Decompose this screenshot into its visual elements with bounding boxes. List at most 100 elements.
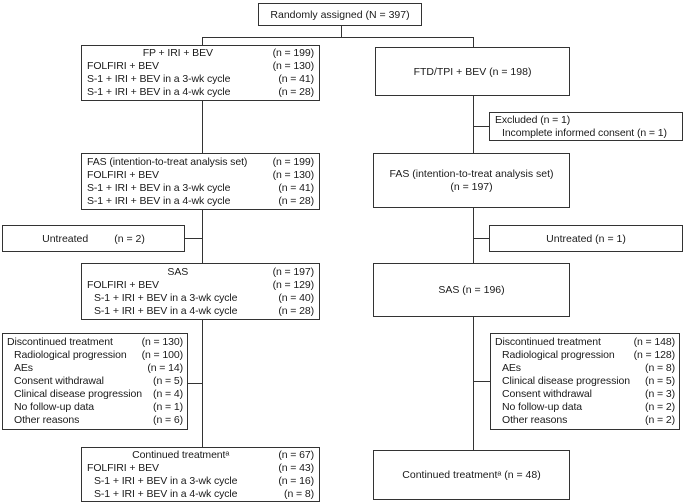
row-value: (n = 2): [645, 414, 675, 426]
connector-line: [341, 26, 342, 37]
box-row: SAS (n = 197): [87, 266, 314, 279]
row-value: (n = 148): [633, 336, 676, 348]
row-value: (n = 100): [141, 349, 184, 361]
row-label: No follow-up data: [502, 401, 583, 413]
connector-line: [202, 37, 203, 45]
box-row: AEs (n = 14): [7, 362, 183, 375]
connector-line: [188, 383, 202, 384]
row-label: S-1 + IRI + BEV in a 3-wk cycle: [94, 291, 238, 304]
row-label: Discontinued treatment: [495, 336, 601, 348]
row-value: (n = 28): [278, 194, 314, 207]
row-value: (n = 130): [141, 336, 184, 348]
box-row: Discontinued treatment (n = 148): [495, 336, 675, 349]
row-label: Discontinued treatment: [7, 336, 113, 348]
row-label: Clinical disease progression: [14, 388, 142, 400]
right-fas-line1: FAS (intention-to-treat analysis set): [389, 167, 554, 180]
connector-line: [473, 126, 489, 127]
row-label: FP + IRI + BEV: [142, 47, 213, 59]
connector-line: [473, 208, 474, 263]
box-row: Excluded (n = 1): [495, 114, 677, 127]
row-value: (n = 129): [272, 278, 315, 291]
row-label: Other reasons: [14, 414, 80, 426]
box-row: S-1 + IRI + BEV in a 3-wk cycle (n = 41): [87, 73, 314, 86]
row-value: (n = 28): [278, 86, 314, 98]
left-discontinued-box: Discontinued treatment (n = 130) Radiolo…: [2, 333, 188, 430]
row-label: Radiological progression: [502, 349, 615, 361]
row-label: No follow-up data: [14, 401, 95, 413]
row-label: FOLFIRI + BEV: [87, 461, 159, 474]
row-label: Consent withdrawal: [502, 388, 592, 400]
left-sas-box: SAS (n = 197) FOLFIRI + BEV (n = 129) S-…: [81, 263, 320, 320]
right-untreated-text: Untreated (n = 1): [546, 232, 626, 245]
box-row: Continued treatmentᵃ (n = 67): [87, 449, 314, 462]
row-label: S-1 + IRI + BEV in a 4-wk cycle: [87, 86, 231, 98]
right-continued-text: Continued treatmentᵃ (n = 48): [402, 469, 541, 481]
left-untreated-box: Untreated (n = 2): [2, 225, 185, 252]
connector-line: [202, 101, 203, 153]
row-label: Clinical disease progression: [502, 375, 630, 387]
row-value: (n = 40): [278, 291, 314, 304]
row-value: (n = 2): [114, 232, 145, 245]
row-value: (n = 8): [284, 487, 314, 500]
connector-line: [473, 96, 474, 153]
box-row: Consent withdrawal (n = 3): [495, 388, 675, 401]
right-sas-text: SAS (n = 196): [438, 284, 505, 296]
connector-line: [202, 37, 474, 38]
row-value: (n = 130): [272, 168, 315, 181]
box-row: FOLFIRI + BEV (n = 130): [87, 169, 314, 182]
left-continued-box: Continued treatmentᵃ (n = 67) FOLFIRI + …: [81, 447, 320, 502]
right-discontinued-box: Discontinued treatment (n = 148) Radiolo…: [490, 333, 680, 430]
row-label: FAS (intention-to-treat analysis set): [87, 155, 248, 168]
box-row: Radiological progression (n = 100): [7, 349, 183, 362]
row-label: Consent withdrawal: [14, 375, 104, 387]
left-fas-box: FAS (intention-to-treat analysis set) (n…: [81, 153, 320, 210]
right-sas-box: SAS (n = 196): [373, 263, 570, 317]
right-fas-line2: (n = 197): [450, 180, 493, 193]
connector-line: [473, 238, 489, 239]
row-value: (n = 16): [278, 474, 314, 487]
randomly-assigned-text: Randomly assigned (N = 397): [270, 8, 410, 21]
row-value: (n = 4): [153, 388, 183, 400]
box-row: FOLFIRI + BEV (n = 129): [87, 279, 314, 292]
box-row: AEs (n = 8): [495, 362, 675, 375]
row-value: (n = 2): [645, 401, 675, 413]
row-value: (n = 197): [272, 265, 315, 278]
box-row: Radiological progression (n = 128): [495, 349, 675, 362]
box-row: S-1 + IRI + BEV in a 4-wk cycle (n = 28): [87, 86, 314, 99]
box-row: Discontinued treatment (n = 130): [7, 336, 183, 349]
row-label: AEs: [14, 362, 33, 374]
row-label: S-1 + IRI + BEV in a 4-wk cycle: [94, 304, 238, 317]
connector-line: [473, 317, 474, 450]
connector-line: [202, 210, 203, 263]
box-row: Other reasons (n = 2): [495, 414, 675, 427]
row-label: Incomplete informed consent (n = 1): [502, 126, 667, 139]
right-fas-box: FAS (intention-to-treat analysis set) (n…: [373, 153, 570, 208]
box-row: No follow-up data (n = 2): [495, 401, 675, 414]
row-label: S-1 + IRI + BEV in a 3-wk cycle: [94, 474, 238, 487]
row-label: S-1 + IRI + BEV in a 4-wk cycle: [87, 194, 231, 207]
row-value: (n = 5): [153, 375, 183, 387]
box-row: S-1 + IRI + BEV in a 3-wk cycle (n = 40): [87, 292, 314, 305]
box-row: Consent withdrawal (n = 5): [7, 375, 183, 388]
box-row: S-1 + IRI + BEV in a 4-wk cycle (n = 8): [87, 488, 314, 501]
right-arm-box: FTD/TPI + BEV (n = 198): [375, 47, 570, 96]
right-continued-box: Continued treatmentᵃ (n = 48): [373, 450, 570, 500]
connector-line: [202, 320, 203, 447]
box-row: S-1 + IRI + BEV in a 3-wk cycle (n = 16): [87, 475, 314, 488]
row-value: (n = 5): [645, 375, 675, 387]
row-value: (n = 128): [633, 349, 676, 361]
box-row: S-1 + IRI + BEV in a 4-wk cycle (n = 28): [87, 305, 314, 318]
randomly-assigned-box: Randomly assigned (N = 397): [258, 3, 422, 26]
row-value: (n = 41): [278, 73, 314, 85]
row-value: (n = 14): [147, 362, 183, 374]
row-label: Continued treatmentᵃ: [132, 448, 230, 461]
box-row: S-1 + IRI + BEV in a 4-wk cycle (n = 28): [87, 195, 314, 208]
left-arm-box: FP + IRI + BEV (n = 199) FOLFIRI + BEV (…: [81, 45, 320, 101]
row-label: AEs: [502, 362, 521, 374]
row-value: (n = 8): [645, 362, 675, 374]
row-label: Other reasons: [502, 414, 568, 426]
row-label: S-1 + IRI + BEV in a 4-wk cycle: [94, 487, 238, 500]
box-row: FP + IRI + BEV (n = 199): [87, 47, 314, 60]
box-row: Incomplete informed consent (n = 1): [495, 127, 677, 140]
row-value: (n = 43): [278, 461, 314, 474]
